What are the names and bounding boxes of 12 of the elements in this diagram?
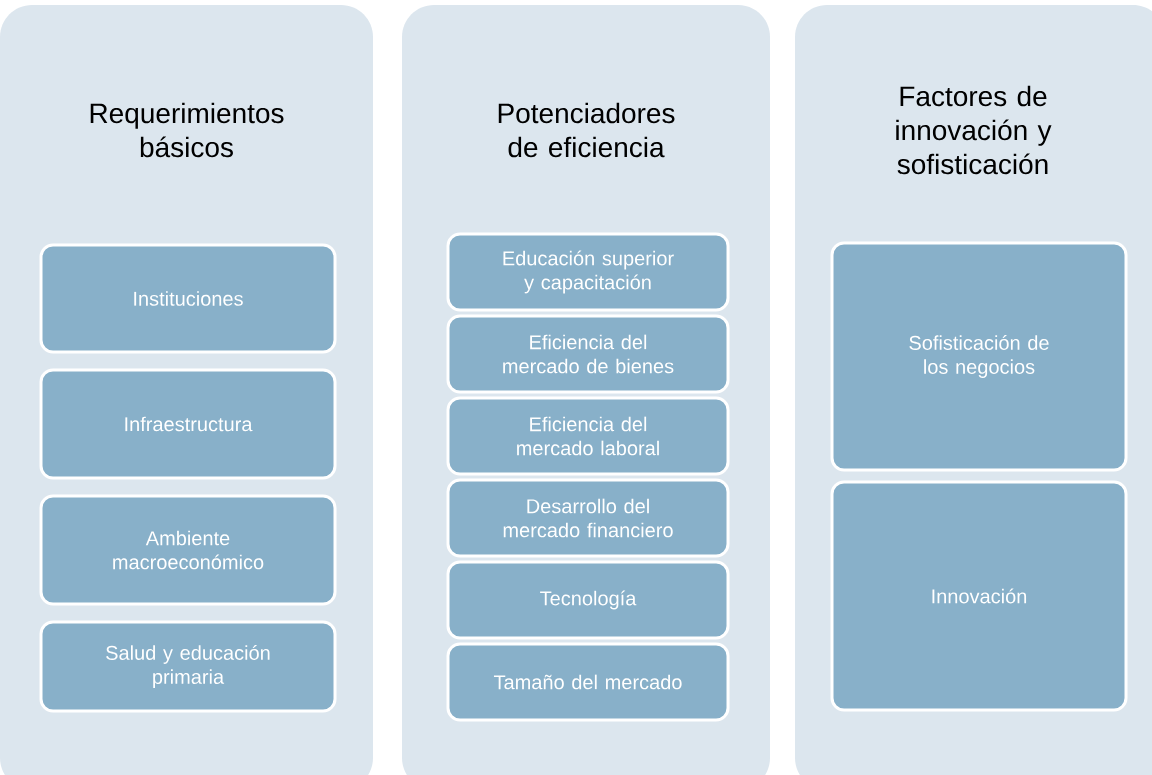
factor-box: Tecnología — [446, 560, 730, 640]
factor-box: Eficiencia del mercado de bienes — [446, 314, 730, 394]
factor-box: Educación superior y capacitación — [446, 232, 730, 312]
factor-box: Infraestructura — [39, 368, 337, 480]
factor-box: Sofisticación de los negocios — [830, 241, 1128, 472]
factor-box: Salud y educación primaria — [39, 620, 337, 713]
factor-box: Desarrollo del mercado financiero — [446, 478, 730, 558]
factor-box: Tamaño del mercado — [446, 642, 730, 722]
factor-box: Instituciones — [39, 243, 337, 354]
factor-box: Eficiencia del mercado laboral — [446, 396, 730, 476]
factor-box: Ambiente macroeconómico — [39, 494, 337, 606]
factor-box: Innovación — [830, 480, 1128, 712]
